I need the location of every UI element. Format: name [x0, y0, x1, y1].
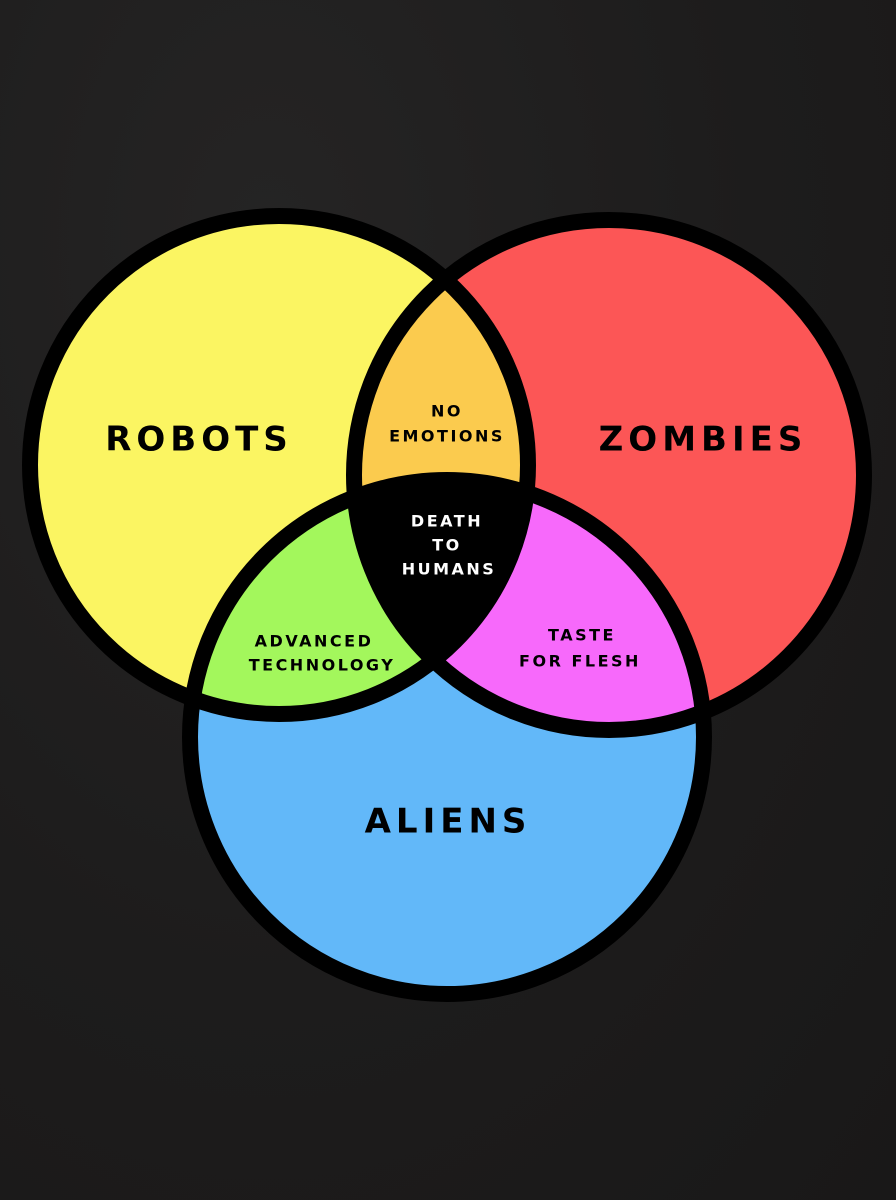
death-to-humans-line-3: HUMANS [402, 560, 497, 579]
death-to-humans-line-2: TO [432, 536, 462, 555]
taste-for-flesh-line-2: FOR FLESH [519, 652, 641, 671]
taste-for-flesh-line-1: TASTE [548, 626, 616, 645]
zombies-aliens-region [354, 480, 704, 730]
aliens-outline [182, 472, 712, 1002]
no-emotions-line-1: NO [431, 402, 463, 421]
zombies-label: ZOMBIES [599, 420, 808, 460]
advanced-technology-line-2: TECHNOLOGY [249, 656, 396, 675]
no-emotions-line-2: EMOTIONS [389, 427, 505, 446]
robots-outline [22, 208, 536, 722]
zombies-outline [346, 212, 872, 738]
aliens-label: ALIENS [365, 802, 532, 842]
robots-aliens-region [190, 480, 528, 714]
death-to-humans-line-1: DEATH [411, 512, 483, 531]
advanced-technology-line-1: ADVANCED [255, 632, 374, 651]
robots-label: ROBOTS [105, 420, 293, 460]
